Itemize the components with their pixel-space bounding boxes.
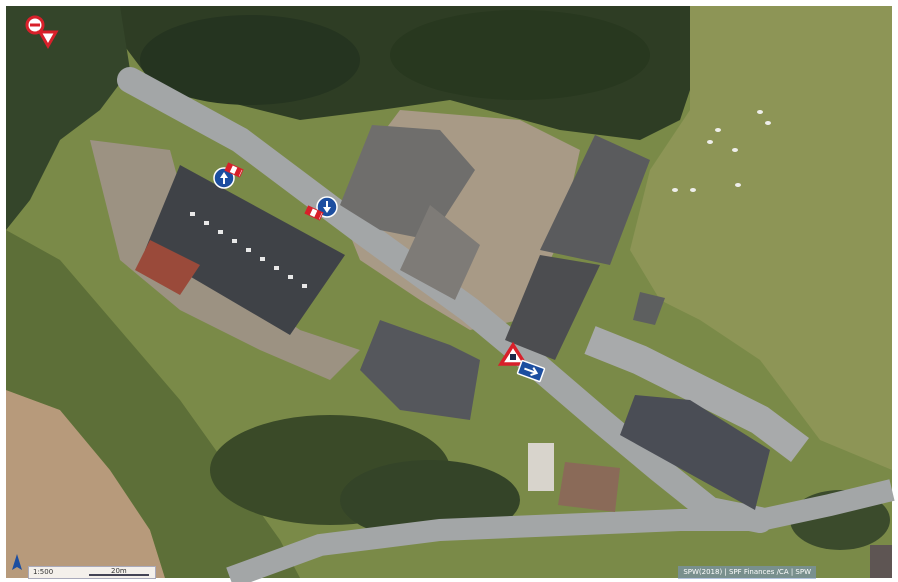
building-roof — [340, 125, 475, 240]
road-narrowing-sign-icon[interactable] — [224, 162, 244, 178]
north-arrow-icon — [12, 554, 22, 570]
building-roof — [870, 545, 892, 578]
bare-field — [6, 390, 165, 578]
building-roof — [135, 240, 200, 295]
map-scale: 1:500 20m — [28, 566, 156, 579]
tree-cluster — [390, 10, 650, 100]
building-roof — [528, 443, 554, 491]
pasture-field — [630, 6, 892, 470]
building-roof — [400, 205, 480, 300]
scale-ratio-label: 1:500 — [33, 568, 54, 576]
side-road — [584, 326, 809, 462]
sheep — [672, 110, 771, 192]
buildings — [135, 125, 892, 578]
bottom-road — [226, 479, 895, 582]
building-roof — [540, 135, 650, 265]
building-roof — [620, 395, 770, 510]
building-roof — [145, 165, 345, 335]
forest-area-left — [6, 6, 130, 230]
scale-bar — [89, 574, 149, 576]
roof-windows — [190, 212, 307, 288]
building-roof — [558, 462, 620, 512]
scale-distance-label: 20m — [111, 567, 127, 575]
no-entry-sign-icon[interactable] — [25, 15, 45, 35]
yield-sign-icon[interactable] — [497, 341, 529, 366]
tree-cluster — [140, 15, 360, 105]
building-roof — [505, 255, 600, 360]
road-narrowing-sign-icon[interactable] — [304, 205, 324, 221]
mandatory-ahead-sign-icon[interactable] — [213, 167, 235, 189]
building-roof — [360, 320, 480, 420]
map-attribution: SPW(2018) | SPF Finances /CA | SPW — [678, 566, 816, 579]
yield-sign-icon[interactable] — [37, 30, 59, 50]
farmyard-left — [90, 140, 360, 380]
one-way-sign-icon[interactable] — [516, 359, 546, 383]
building-roof — [633, 292, 665, 325]
main-road — [117, 67, 773, 533]
